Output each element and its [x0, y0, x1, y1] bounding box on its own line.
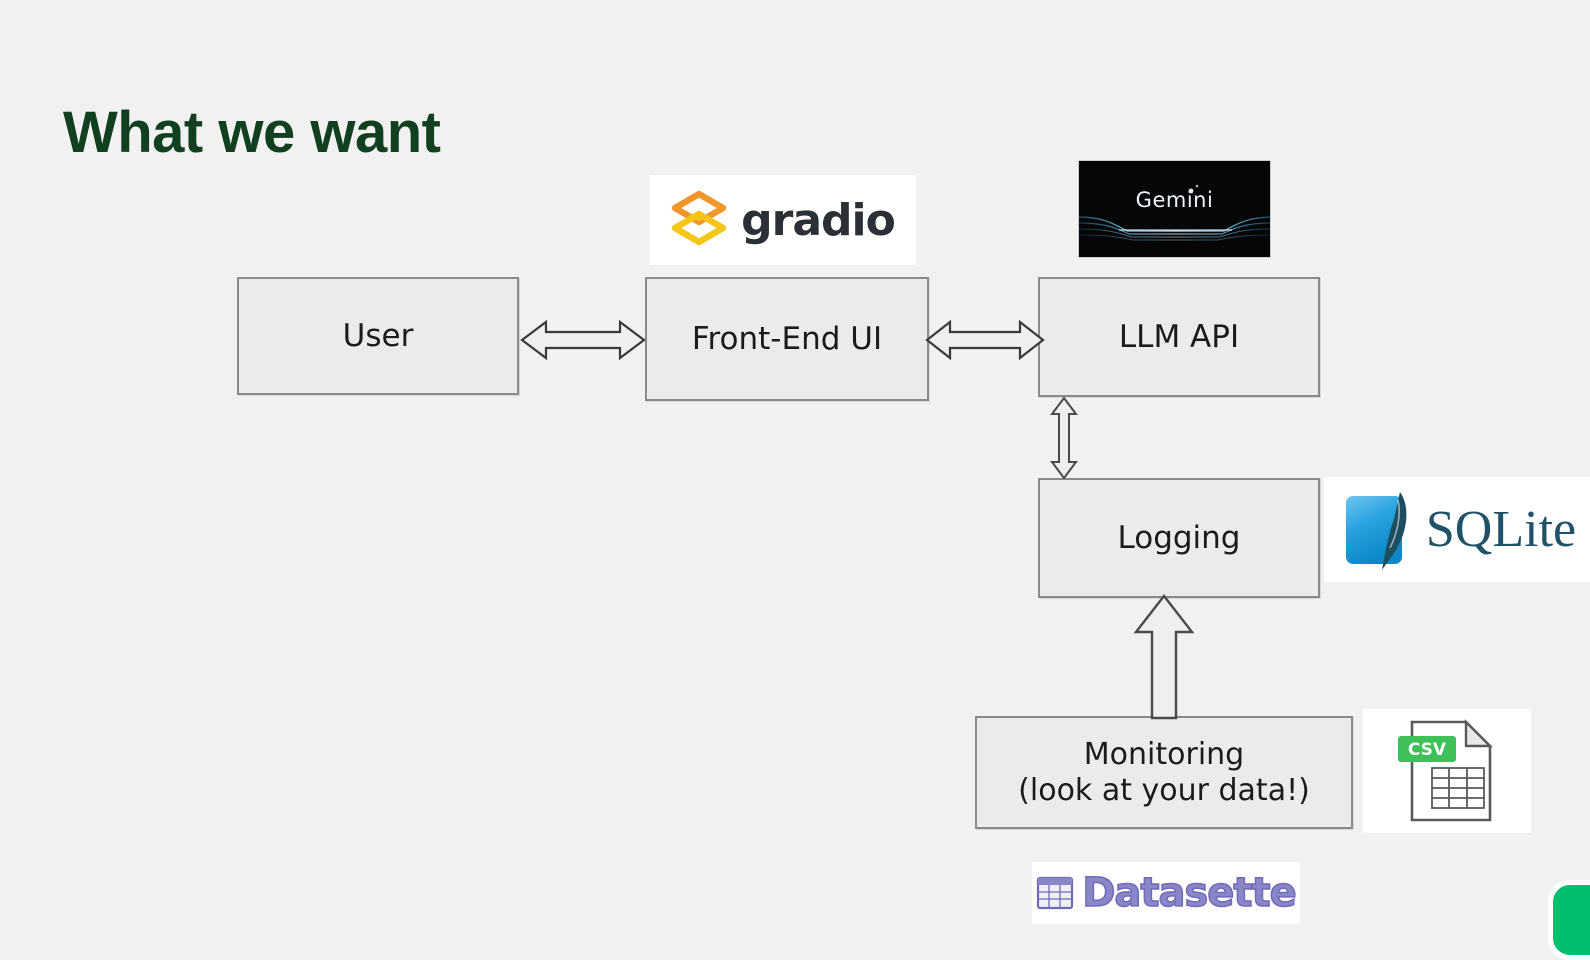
diagram-node-user: User [237, 277, 519, 395]
diagram-node-llm-api: LLM API [1038, 277, 1320, 397]
gradio-diamond-icon [671, 190, 727, 251]
gradio-wordmark: gradio [741, 194, 896, 246]
up-arrow-icon-monitoring-logging [1133, 594, 1195, 720]
corner-badge-decor [1548, 880, 1590, 960]
diagram-node-user-label: User [342, 317, 414, 354]
gemini-wordmark: Gemini [1135, 188, 1214, 212]
datasette-wordmark: Datasette [1081, 869, 1297, 917]
logo-gemini: Gemini [1078, 160, 1271, 258]
diagram-node-llm-api-label: LLM API [1118, 318, 1240, 355]
logo-sqlite: SQLite [1324, 477, 1590, 582]
diagram-node-monitoring: Monitoring (look at your data!) [975, 716, 1353, 829]
diagram-node-monitoring-label: Monitoring [1083, 737, 1245, 773]
double-arrow-icon-user-frontend [520, 312, 646, 368]
double-arrow-icon-frontend-llm [925, 312, 1045, 368]
diagram-node-logging: Logging [1038, 478, 1320, 598]
diagram-node-frontend-ui: Front-End UI [645, 277, 929, 401]
datasette-grid-icon [1037, 876, 1074, 910]
diagram-node-logging-label: Logging [1117, 519, 1241, 556]
logo-gradio: gradio [650, 175, 916, 265]
double-arrow-icon-llm-logging [1046, 396, 1082, 480]
logo-csv-file: CSV [1363, 709, 1531, 833]
diagram-node-monitoring-sublabel: (look at your data!) [1018, 772, 1310, 808]
csv-badge-label: CSV [1408, 740, 1447, 760]
logo-datasette: Datasette [1032, 862, 1300, 924]
gemini-wave-icon [1079, 161, 1270, 257]
sqlite-feather-icon [1345, 491, 1407, 570]
sqlite-wordmark: SQLite [1425, 501, 1577, 558]
page-title: What we want [63, 100, 441, 165]
diagram-node-frontend-ui-label: Front-End UI [691, 320, 883, 357]
csv-file-icon: CSV [1398, 719, 1493, 822]
